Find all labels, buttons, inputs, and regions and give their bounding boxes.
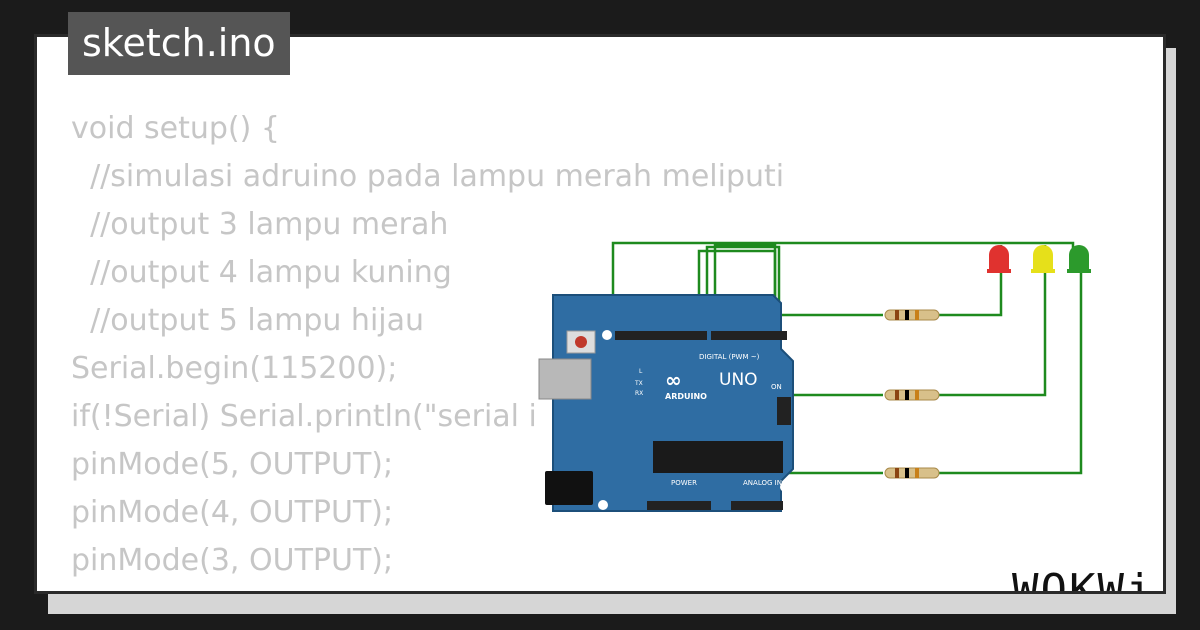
icsp-header [777,397,791,425]
usb-port [538,358,592,400]
resistor-red[interactable] [884,309,940,321]
code-line: //output 4 lampu kuning [71,255,452,290]
digital-header-label: DIGITAL (PWM ~) [699,353,760,361]
l-label: L [639,368,643,375]
code-line: pinMode(3, OUTPUT); [71,543,394,578]
power-jack [545,471,593,505]
file-tab[interactable]: sketch.ino [68,12,290,75]
wire-green [939,251,1083,475]
on-label: ON [771,383,782,391]
digital-header-left [615,331,707,340]
code-line: } [71,585,784,591]
board-model-label: UNO [719,370,758,390]
mount-hole [598,500,608,510]
microcontroller-chip [653,441,783,473]
wire-yellow [939,245,1047,397]
code-line: pinMode(5, OUTPUT); [71,447,394,482]
code-line: //output 5 lampu hijau [71,303,425,338]
analog-header [731,501,783,510]
mount-hole [780,482,790,492]
tx-label: TX [634,380,643,387]
board-maker-label: ARDUINO [665,392,707,401]
rx-label: RX [635,390,643,397]
wire-d3 [713,243,883,475]
wire-d4 [705,245,883,397]
analog-label: ANALOG IN [743,479,782,487]
power-header [647,501,711,510]
resistor-green[interactable] [884,467,940,479]
resistor-yellow[interactable] [884,389,940,401]
logo-symbol: ∞ [665,368,682,392]
reset-button[interactable] [575,336,587,348]
led-yellow[interactable] [1031,245,1055,273]
code-line: //output 3 lampu merah [71,207,449,242]
code-line: Serial.begin(115200); [71,351,398,386]
project-card[interactable]: void setup() { //simulasi adruino pada l… [34,34,1166,594]
led-red[interactable] [987,245,1011,273]
digital-header-right [711,331,787,340]
code-line: //simulasi adruino pada lampu merah meli… [71,159,785,194]
circuit-diagram: ∞ UNO ARDUINO DIGITAL (PWM ~) POWER ANAL… [538,241,1091,512]
wokwi-logo[interactable]: WOKWi [1012,565,1155,594]
power-label: POWER [671,479,697,487]
code-line: if(!Serial) Serial.println("serial i [71,399,537,434]
mount-hole [602,330,612,340]
arduino-uno-board[interactable]: ∞ UNO ARDUINO DIGITAL (PWM ~) POWER ANAL… [538,294,794,512]
code-line: pinMode(4, OUTPUT); [71,495,394,530]
code-preview: void setup() { //simulasi adruino pada l… [71,105,785,591]
code-line: void setup() { [71,111,280,146]
led-green[interactable] [1067,245,1091,273]
